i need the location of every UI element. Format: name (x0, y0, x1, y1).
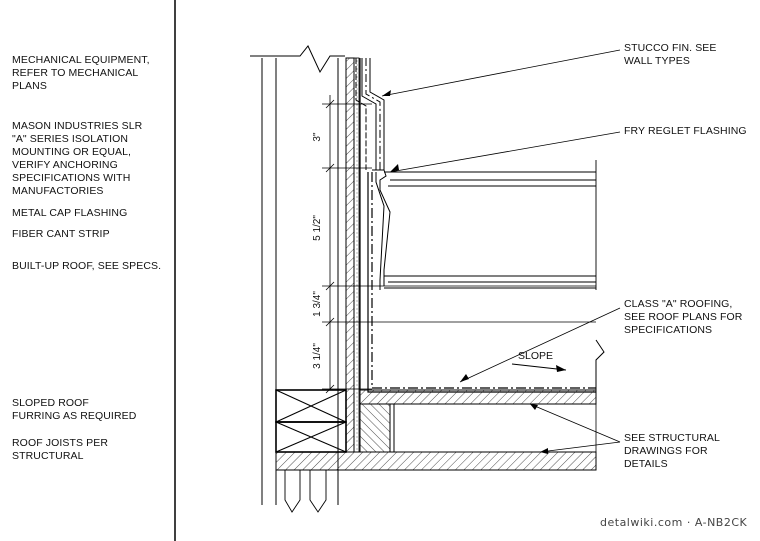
note-mechanical-equipment: MECHANICAL EQUIPMENT, REFER TO MECHANICA… (12, 54, 150, 92)
note-fry-reglet-flashing: FRY REGLET FLASHING (624, 125, 747, 137)
roof-joists (275, 451, 597, 513)
roof-deck (359, 389, 597, 453)
reglet-flashing (372, 169, 391, 290)
dimension-3-1-4in: 3 1/4" (312, 343, 323, 369)
slope-arrow (511, 363, 567, 372)
arrowhead (530, 404, 538, 410)
watermark: detalwiki.com · A-NB2CK (600, 516, 748, 529)
dimension-line (322, 95, 596, 394)
parapet-layers (345, 57, 361, 453)
arrowhead (460, 374, 469, 382)
break-line (595, 339, 605, 390)
note-metal-cap-flashing: METAL CAP FLASHING (12, 207, 128, 219)
arrowhead (390, 164, 399, 172)
note-roof-joists: ROOF JOISTS PER STRUCTURAL (12, 437, 109, 462)
arrowhead (382, 90, 391, 96)
note-stucco-finish: STUCCO FIN. SEE WALL TYPES (624, 42, 717, 67)
note-fiber-cant-strip: FIBER CANT STRIP (12, 228, 110, 240)
slope-label: SLOPE (518, 350, 553, 362)
note-built-up-roof: BUILT-UP ROOF, SEE SPECS. (12, 260, 162, 272)
furring-blocks (275, 389, 347, 453)
dimension-5-1-2in: 5 1/2" (312, 215, 323, 241)
equipment-curb (384, 160, 597, 290)
note-structural-drawings: SEE STRUCTURAL DRAWINGS FOR DETAILS (624, 432, 720, 470)
note-isolation-mounting: MASON INDUSTRIES SLR "A" SERIES ISOLATIO… (12, 120, 143, 197)
dimension-1-3-4in: 1 3/4" (312, 291, 323, 317)
note-sloped-roof-furring: SLOPED ROOF FURRING AS REQUIRED (12, 397, 137, 422)
note-class-a-roofing: CLASS "A" ROOFING, SEE ROOF PLANS FOR SP… (624, 298, 743, 336)
leader-lines-right (381, 49, 621, 453)
arrowhead (540, 448, 548, 454)
dimension-3in: 3" (312, 132, 323, 142)
stucco-finish (355, 58, 385, 170)
concrete-wall (250, 45, 345, 505)
